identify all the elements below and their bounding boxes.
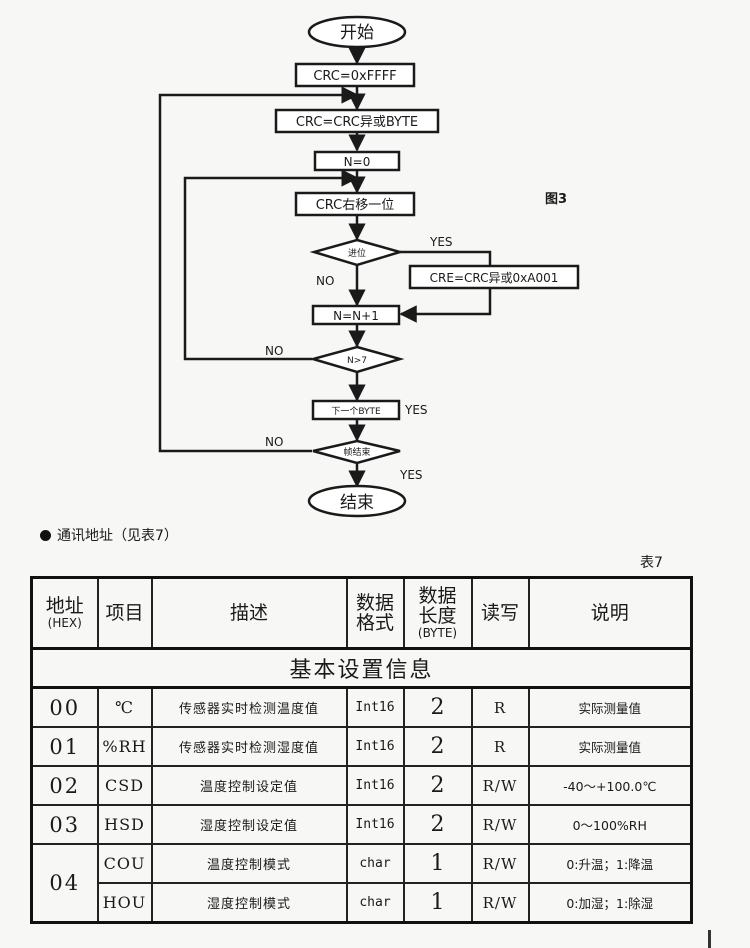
table-row: 01 %RH 传感器实时检测湿度值 Int16 2 R 实际测量值 xyxy=(30,726,693,767)
cell-item: COU xyxy=(96,843,153,884)
no-label-n: NO xyxy=(265,344,283,358)
cell-addr: 00 xyxy=(30,686,99,728)
cell-rw: R xyxy=(470,726,530,767)
frame-decision-label: 帧结束 xyxy=(343,446,370,458)
cell-len: 1 xyxy=(402,843,473,884)
n-decision-label: N>7 xyxy=(347,356,367,366)
register-table: 地址(HEX) 项目 描述 数据格式 数据长度(BYTE) 读写 说明 基本设置… xyxy=(30,576,693,924)
n-inc-box xyxy=(311,304,401,326)
figure-label: 图3 xyxy=(545,192,567,207)
header-note: 说明 xyxy=(527,576,693,650)
cell-rw: R/W xyxy=(470,804,530,845)
header-len: 数据长度(BYTE) xyxy=(402,576,473,650)
section-title-text: 通讯地址（见表7） xyxy=(57,528,178,544)
margin-mark xyxy=(708,930,711,948)
cell-rw: R/W xyxy=(470,882,530,924)
cell-len: 2 xyxy=(402,765,473,806)
header-addr: 地址(HEX) xyxy=(30,576,99,650)
next-byte-label: 下一个BYTE xyxy=(331,406,381,417)
bullet-icon xyxy=(40,529,51,541)
table-caption: 表7 xyxy=(640,555,663,571)
cell-len: 2 xyxy=(402,686,473,728)
cell-desc: 湿度控制设定值 xyxy=(150,804,348,845)
cell-desc: 温度控制设定值 xyxy=(150,765,348,806)
cell-note: -40～+100.0℃ xyxy=(527,765,693,806)
cell-desc: 湿度控制模式 xyxy=(150,882,348,924)
init-crc-box xyxy=(294,62,416,88)
cell-addr: 04 xyxy=(30,843,99,924)
cell-note: 实际测量值 xyxy=(527,726,693,767)
header-item: 项目 xyxy=(96,576,153,650)
cell-fmt: char xyxy=(345,882,405,924)
table-header-row: 地址(HEX) 项目 描述 数据格式 数据长度(BYTE) 读写 说明 xyxy=(30,576,693,650)
cell-desc: 温度控制模式 xyxy=(150,843,348,884)
table-row: 02 CSD 温度控制设定值 Int16 2 R/W -40～+100.0℃ xyxy=(30,765,693,806)
init-crc-label: CRC=0xFFFF xyxy=(313,69,396,84)
header-desc: 描述 xyxy=(150,576,348,650)
cell-note: 实际测量值 xyxy=(527,686,693,728)
carry-decision-diamond xyxy=(309,238,405,267)
no-label-carry: NO xyxy=(316,274,334,288)
header-fmt: 数据格式 xyxy=(345,576,405,650)
cell-addr: 03 xyxy=(30,804,99,845)
cell-item: ℃ xyxy=(96,686,153,728)
table-section-row: 基本设置信息 xyxy=(30,647,693,689)
start-terminator xyxy=(307,15,407,49)
cell-item: %RH xyxy=(96,726,153,767)
xor-byte-label: CRC=CRC异或BYTE xyxy=(296,115,418,130)
cell-note: 0:加湿；1:除湿 xyxy=(527,882,693,924)
end-label: 结束 xyxy=(340,493,374,513)
yes-label-carry: YES xyxy=(429,235,453,249)
xor-byte-box xyxy=(274,108,440,134)
cell-fmt: Int16 xyxy=(345,765,405,806)
no-label-frame: NO xyxy=(265,435,283,449)
cell-desc: 传感器实时检测温度值 xyxy=(150,686,348,728)
cell-fmt: Int16 xyxy=(345,726,405,767)
xor-poly-box xyxy=(408,264,580,290)
n-inc-label: N=N+1 xyxy=(333,309,379,323)
cell-len: 1 xyxy=(402,882,473,924)
cell-item: HOU xyxy=(96,882,153,924)
shift-box xyxy=(294,191,416,217)
cell-addr: 02 xyxy=(30,765,99,806)
cell-rw: R xyxy=(470,686,530,728)
shift-label: CRC右移一位 xyxy=(316,198,395,213)
header-rw: 读写 xyxy=(470,576,530,650)
carry-decision-label: 进位 xyxy=(348,247,366,259)
table-row: HOU 湿度控制模式 char 1 R/W 0:加湿；1:除湿 xyxy=(32,882,693,924)
cell-fmt: char xyxy=(345,843,405,884)
cell-item: HSD xyxy=(96,804,153,845)
cell-note: 0～100%RH xyxy=(527,804,693,845)
table-row: 03 HSD 湿度控制设定值 Int16 2 R/W 0～100%RH xyxy=(30,804,693,845)
yes-label-n: YES xyxy=(404,403,428,417)
cell-len: 2 xyxy=(402,726,473,767)
start-label: 开始 xyxy=(340,23,374,43)
n-decision-diamond xyxy=(308,345,405,374)
cell-rw: R/W xyxy=(470,765,530,806)
n-zero-box xyxy=(313,150,401,172)
cell-rw: R/W xyxy=(470,843,530,884)
frame-decision-diamond xyxy=(312,439,401,465)
xor-poly-label: CRE=CRC异或0xA001 xyxy=(430,271,559,285)
end-terminator xyxy=(307,484,407,518)
table-row: 04 COU 温度控制模式 char 1 R/W 0:升温；1:降温 xyxy=(30,843,693,924)
cell-addr: 01 xyxy=(30,726,99,767)
cell-fmt: Int16 xyxy=(345,804,405,845)
cell-len: 2 xyxy=(402,804,473,845)
cell-desc: 传感器实时检测湿度值 xyxy=(150,726,348,767)
cell-fmt: Int16 xyxy=(345,686,405,728)
yes-label-frame: YES xyxy=(399,468,423,482)
section-title: 通讯地址（见表7） xyxy=(40,525,178,545)
cell-note: 0:升温；1:降温 xyxy=(527,843,693,884)
crc-flowchart: 开始 结束 CRC=0xFFFF CRC=CRC异或BYTE N=0 CRC右移… xyxy=(158,15,580,518)
cell-item: CSD xyxy=(96,765,153,806)
section-heading-cell: 基本设置信息 xyxy=(30,647,693,689)
next-byte-box xyxy=(311,399,401,421)
table-row: 00 ℃ 传感器实时检测温度值 Int16 2 R 实际测量值 xyxy=(30,686,693,728)
n-zero-label: N=0 xyxy=(344,155,371,169)
